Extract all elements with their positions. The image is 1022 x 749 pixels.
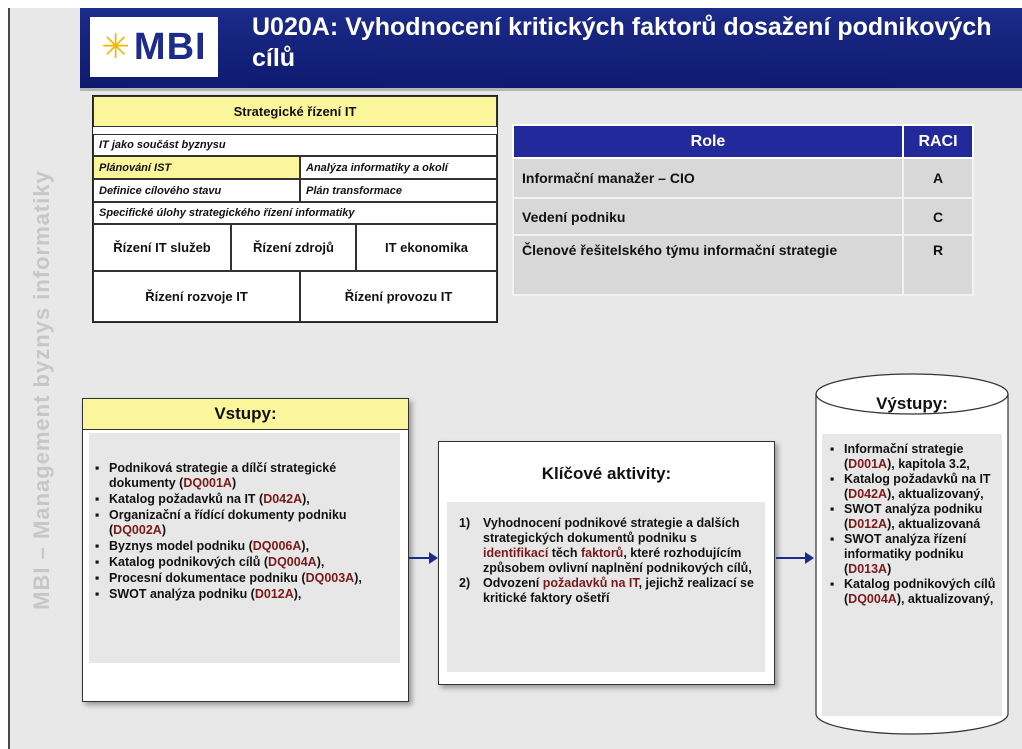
inputs-box: Vstupy: Podniková strategie a dílčí stra… — [82, 398, 409, 702]
org-cell-rizeni-zdroju: Řízení zdrojů — [231, 224, 356, 271]
logo-text: MBI — [133, 25, 207, 68]
list-item: Katalog podnikových cílů (DQ004A), aktua… — [830, 577, 1004, 607]
list-item: 1)Vyhodnocení podnikové strategie a dalš… — [459, 516, 752, 575]
raci-value: R — [902, 234, 974, 296]
table-row: Členové řešitelského týmu informační str… — [512, 234, 974, 296]
org-cell-rizeni-sluzeb: Řízení IT služeb — [93, 224, 231, 271]
arrow-activities-to-outputs — [776, 552, 814, 564]
list-item: Podniková strategie a dílčí strategické … — [95, 461, 400, 491]
list-item: Procesní dokumentace podniku (DQ003A), — [95, 571, 400, 586]
raci-header-raci: RACI — [902, 124, 974, 159]
outputs-list: Informační strategie (D001A), kapitola 3… — [824, 442, 1004, 607]
list-item: Katalog podnikových cílů (DQ004A), — [95, 555, 400, 570]
sidebar-vertical-label: MBI – Management byznys informatiky — [29, 170, 54, 610]
activities-title: Klíčové aktivity: — [541, 464, 672, 483]
list-item: SWOT analýza podniku (D012A), — [95, 587, 400, 602]
outputs-title: Výstupy: — [876, 394, 948, 413]
org-top-cell: Strategické řízení IT — [93, 96, 497, 127]
inputs-title: Vstupy: — [83, 399, 408, 430]
list-item: Informační strategie (D001A), kapitola 3… — [830, 442, 1004, 472]
list-item: Byznys model podniku (DQ006A), — [95, 539, 400, 554]
table-row: Informační manažer – CIO A — [512, 157, 974, 199]
inputs-list: Podniková strategie a dílčí strategické … — [89, 433, 400, 602]
key-activities-box: Klíčové aktivity: 1)Vyhodnocení podnikov… — [438, 441, 775, 685]
raci-value: C — [902, 197, 974, 236]
raci-header-role: Role — [512, 124, 904, 159]
list-item: SWOT analýza podniku (D012A), aktualizov… — [830, 502, 1004, 532]
list-item: Katalog požadavků na IT (D042A), — [95, 492, 400, 507]
raci-role: Členové řešitelského týmu informační str… — [512, 234, 904, 296]
org-cell-specificke: Specifické úlohy strategického řízení in… — [93, 202, 497, 224]
org-structure-diagram: Strategické řízení IT IT jako součást by… — [92, 95, 498, 323]
activities-list: 1)Vyhodnocení podnikové strategie a dalš… — [447, 516, 765, 606]
arrow-inputs-to-activities — [409, 552, 438, 564]
org-cell-rizeni-provozu: Řízení provozu IT — [300, 271, 497, 322]
raci-role: Vedení podniku — [512, 197, 904, 236]
org-cell-rizeni-rozvoje: Řízení rozvoje IT — [93, 271, 300, 322]
org-cell-analyza: Analýza informatiky a okolí — [300, 156, 497, 179]
org-cell-planovani: Plánování IST — [93, 156, 300, 179]
sun-icon: ✳ — [101, 28, 130, 66]
list-item: 2)Odvození požadavků na IT, jejichž real… — [459, 576, 754, 605]
list-item: Organizační a řídící dokumenty podniku (… — [95, 508, 400, 538]
header-bar: ✳ MBI U020A: Vyhodnocení kritických fakt… — [80, 8, 1022, 90]
mbi-logo: ✳ MBI — [90, 17, 218, 77]
org-cell-plan: Plán transformace — [300, 179, 497, 202]
org-cell-it-byznys: IT jako součást byznysu — [93, 134, 497, 156]
org-cell-definice: Definice cílového stavu — [93, 179, 300, 202]
raci-value: A — [902, 157, 974, 199]
raci-role: Informační manažer – CIO — [512, 157, 904, 199]
list-item: Katalog požadavků na IT (D042A), aktuali… — [830, 472, 1004, 502]
raci-table: Role RACI Informační manažer – CIO A Ved… — [512, 124, 974, 296]
list-item: SWOT analýza řízení informatiky podniku … — [830, 532, 1004, 577]
header-divider — [80, 88, 1022, 91]
page-title: U020A: Vyhodnocení kritických faktorů do… — [252, 13, 992, 72]
table-row: Vedení podniku C — [512, 197, 974, 236]
outputs-cylinder: Výstupy: Informační strategie (D001A), k… — [814, 372, 1010, 736]
org-cell-it-ekonomika: IT ekonomika — [356, 224, 497, 271]
